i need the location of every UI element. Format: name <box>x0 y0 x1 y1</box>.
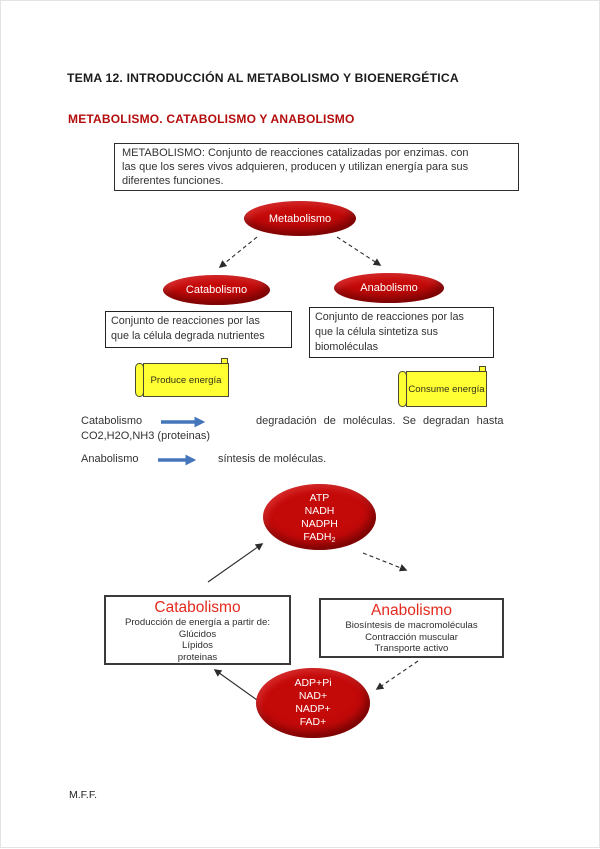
anabolismo-description-box: Conjunto de reacciones por las que la cé… <box>309 307 494 358</box>
anabolismo-box-line: Biosíntesis de macromoléculas <box>345 620 478 631</box>
catabolismo-box-title: Catabolismo <box>154 599 241 616</box>
catabolismo-cycle-box: Catabolismo Producción de energía a part… <box>104 595 291 665</box>
arrow-anabolismo-to-adp <box>375 660 419 690</box>
adp-ellipse: ADP+Pi NAD+ NADP+ FAD+ <box>256 668 370 738</box>
note-catabolismo-products: CO2,H2O,NH3 (proteinas) <box>81 430 210 442</box>
fadh-subscript: 2 <box>331 535 336 544</box>
catabolismo-box-line: Lípidos <box>182 640 213 652</box>
description-line: Conjunto de reacciones por las <box>315 311 464 323</box>
description-line: Conjunto de reacciones por las <box>111 315 260 327</box>
consume-energia-scroll: Consume energía <box>398 366 487 407</box>
metabolismo-ellipse-label: Metabolismo <box>268 212 332 225</box>
adp-line: FAD+ <box>299 716 327 728</box>
arrow-metabolismo-to-anabolismo <box>336 236 382 266</box>
note-anabolismo-term: Anabolismo <box>81 453 139 465</box>
produce-energia-scroll: Produce energía <box>135 358 229 397</box>
arrow-atp-to-anabolismo <box>362 552 408 572</box>
scroll-label: Consume energía <box>406 371 487 407</box>
atp-line-fadh2: FADH2 <box>303 531 335 546</box>
adp-line: NAD+ <box>298 690 328 702</box>
description-line: que la célula degrada nutrientes <box>111 330 265 342</box>
footer-initials: M.F.F. <box>69 789 97 801</box>
arrow-adp-to-catabolismo <box>213 669 258 701</box>
description-line: que la célula sintetiza sus <box>315 326 439 338</box>
metabolismo-definition-box: METABOLISMO: Conjunto de reacciones cata… <box>114 143 519 191</box>
anabolismo-box-title: Anabolismo <box>371 602 452 619</box>
atp-line: ATP <box>309 492 330 504</box>
scroll-label: Produce energía <box>143 363 229 397</box>
anabolismo-box-line: Contracción muscular <box>365 631 458 643</box>
adp-line: ADP+Pi <box>294 677 332 689</box>
catabolismo-box-line: Glúcidos <box>178 628 217 640</box>
note-catabolismo-text: degradación de moléculas. Se degradan ha… <box>256 415 504 427</box>
catabolismo-box-line: Producción de energía a partir de: <box>124 617 271 628</box>
adp-line: NADP+ <box>295 703 331 715</box>
catabolismo-box-line: proteinas <box>177 651 218 663</box>
fadh-base: FADH <box>303 531 332 543</box>
anabolismo-cycle-box: Anabolismo Biosíntesis de macromoléculas… <box>319 598 504 658</box>
metabolismo-ellipse: Metabolismo <box>244 201 356 236</box>
definition-line: las que los seres vivos adquieren, produ… <box>122 161 469 173</box>
catabolismo-ellipse: Catabolismo <box>163 275 270 305</box>
description-line: biomoléculas <box>315 341 379 353</box>
definition-line: METABOLISMO: Conjunto de reacciones cata… <box>122 147 469 159</box>
anabolismo-ellipse-label: Anabolismo <box>360 282 418 294</box>
anabolismo-box-line: Transporte activo <box>374 643 449 655</box>
atp-ellipse: ATP NADH NADPH FADH2 <box>263 484 376 550</box>
page-title: TEMA 12. INTRODUCCIÓN AL METABOLISMO Y B… <box>67 71 459 85</box>
note-anabolismo-text: síntesis de moléculas. <box>218 453 327 465</box>
atp-line: NADH <box>304 505 335 517</box>
definition-line: diferentes funciones. <box>122 175 224 187</box>
note-catabolismo-term: Catabolismo <box>81 415 143 427</box>
catabolismo-description-box: Conjunto de reacciones por las que la cé… <box>105 311 292 348</box>
catabolismo-ellipse-label: Catabolismo <box>185 284 248 296</box>
anabolismo-ellipse: Anabolismo <box>334 273 444 303</box>
section-heading: METABOLISMO. CATABOLISMO Y ANABOLISMO <box>68 112 355 126</box>
arrow-catabolismo-to-atp <box>207 543 264 583</box>
arrow-metabolismo-to-catabolismo <box>218 236 258 268</box>
atp-line: NADPH <box>301 518 338 530</box>
